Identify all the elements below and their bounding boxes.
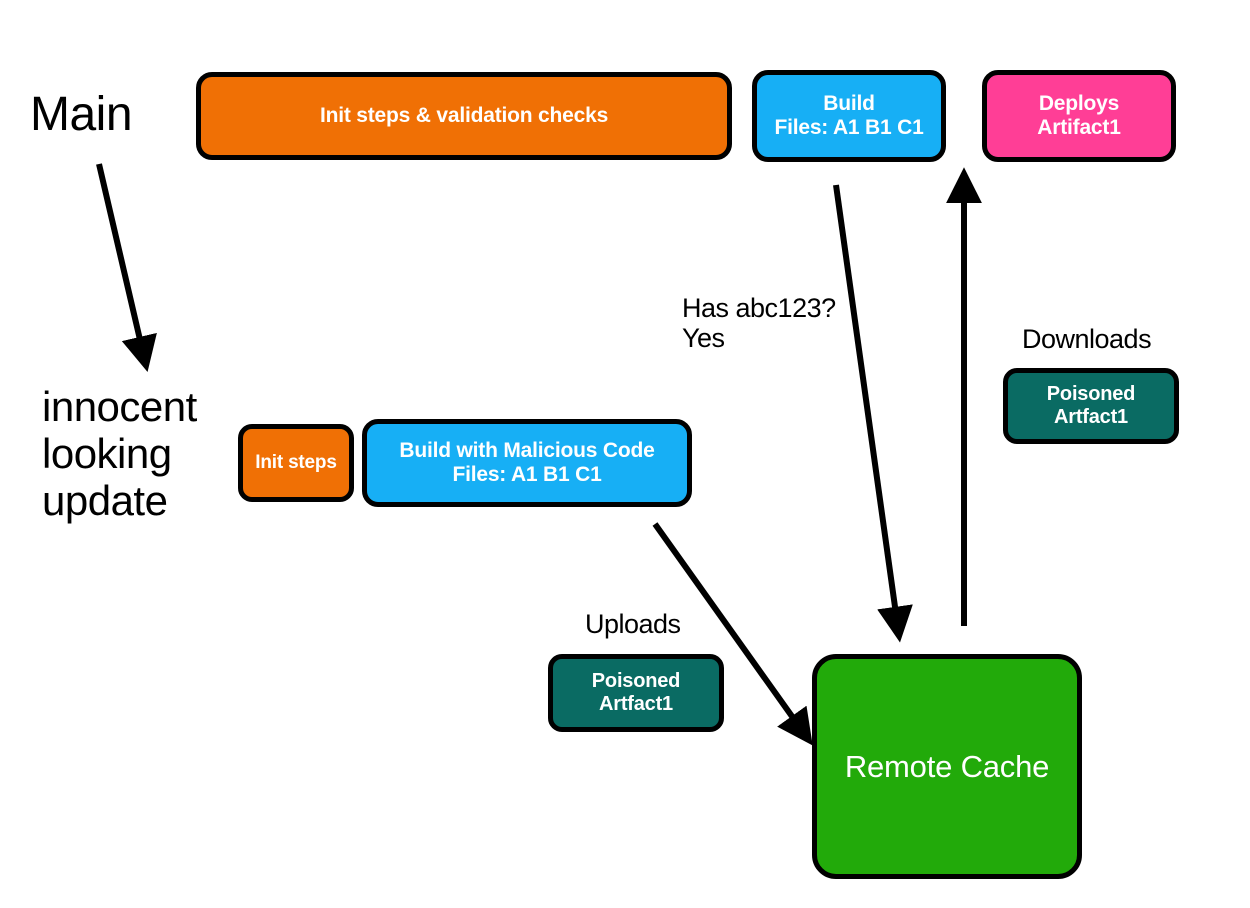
node-init-steps[interactable]: Init steps (238, 424, 354, 502)
branch-label-feature: innocent looking update (42, 383, 197, 525)
node-poisoned-artifact-uploaded[interactable]: Poisoned Artfact1 (548, 654, 724, 732)
node-poisoned-artifact-downloaded[interactable]: Poisoned Artfact1 (1003, 368, 1179, 444)
arrow-label-cache-query: Has abc123? Yes (682, 293, 836, 354)
node-build-main[interactable]: Build Files: A1 B1 C1 (752, 70, 946, 162)
node-init-steps-validation-checks[interactable]: Init steps & validation checks (196, 72, 732, 160)
arrow-build-to-cache (833, 184, 913, 643)
node-remote-cache[interactable]: Remote Cache (812, 654, 1082, 879)
branch-label-main: Main (30, 88, 133, 141)
arrow-main-to-branch (96, 163, 157, 373)
arrow-label-downloads: Downloads (1022, 324, 1152, 354)
node-build-with-malicious-code[interactable]: Build with Malicious Code Files: A1 B1 C… (362, 419, 692, 507)
node-deploys-artifact1[interactable]: Deploys Artifact1 (982, 70, 1176, 162)
arrow-label-uploads: Uploads (585, 609, 681, 639)
